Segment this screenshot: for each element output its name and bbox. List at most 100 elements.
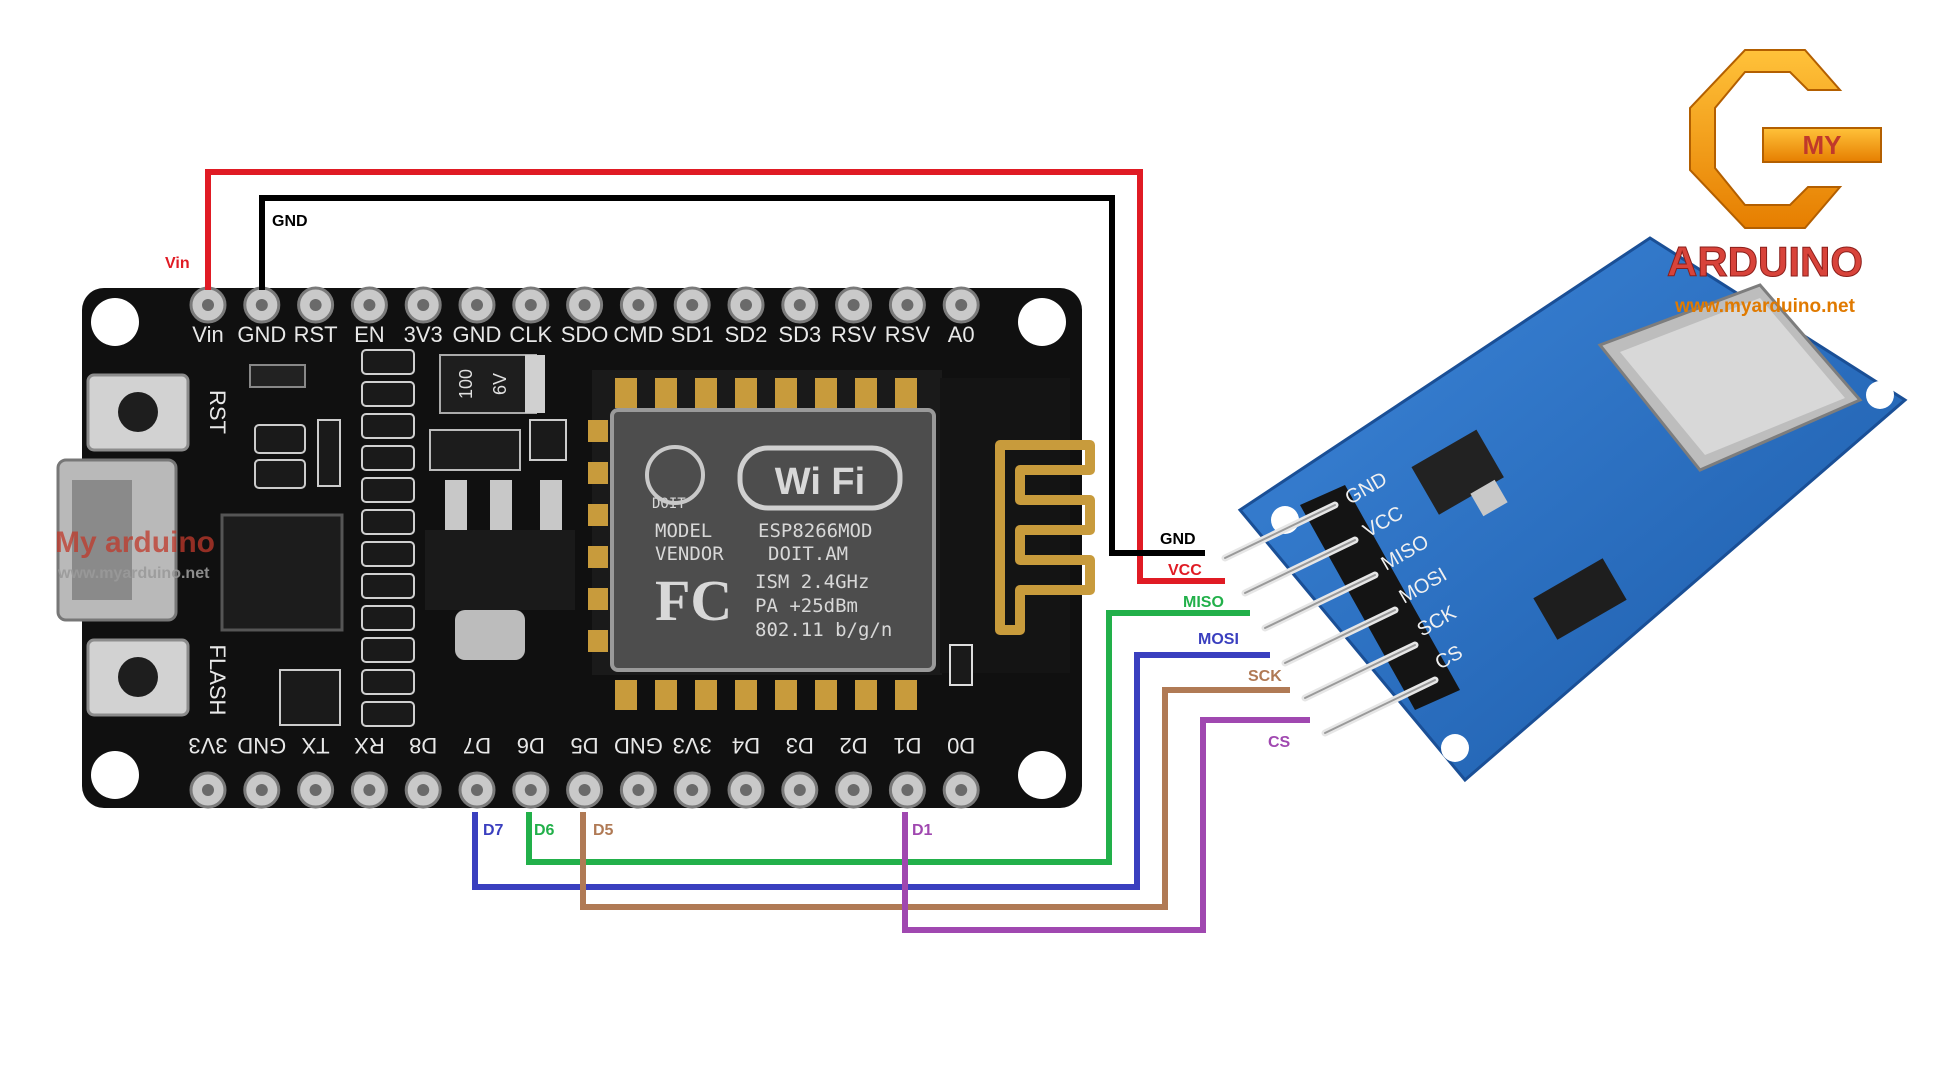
pin-label: 3V3	[404, 322, 443, 347]
pin-label: D2	[840, 733, 868, 758]
module-vendor-value: DOIT.AM	[768, 543, 848, 565]
label-gnd: GND	[272, 213, 308, 230]
header-pin	[297, 771, 335, 809]
wire-gnd-gnd	[259, 195, 1205, 556]
pin-label: SDO	[561, 322, 609, 347]
module-vendor-label: VENDOR	[655, 543, 724, 565]
pin-label: D7	[463, 733, 491, 758]
header-pin	[727, 771, 765, 809]
header-pin	[835, 286, 873, 324]
pin-label: RX	[354, 733, 385, 758]
header-pin	[512, 771, 550, 809]
esp-pad	[815, 378, 837, 408]
mount-hole	[1018, 751, 1066, 799]
resistor	[361, 413, 415, 439]
header-pin	[727, 286, 765, 324]
resistor	[361, 477, 415, 503]
header-pin	[942, 286, 980, 324]
resistor	[361, 541, 415, 567]
esp-pad	[588, 504, 608, 526]
mount-hole	[91, 751, 139, 799]
esp-pad	[588, 546, 608, 568]
pin-label: D0	[947, 733, 975, 758]
pin-label: RSV	[885, 322, 931, 347]
pin-label: D8	[409, 733, 437, 758]
esp-pad	[695, 378, 717, 408]
header-pin	[566, 771, 604, 809]
sd-regulator-tab	[1470, 479, 1508, 517]
module-standard: 802.11 b/g/n	[755, 619, 892, 641]
label-sd-miso: MISO	[1183, 594, 1224, 611]
rst-button[interactable]	[86, 373, 190, 452]
pin-label: CLK	[509, 322, 552, 347]
flash-button-label: FLASH	[205, 645, 230, 716]
wires	[205, 169, 1310, 933]
header-pin	[350, 286, 388, 324]
header-pin	[297, 286, 335, 324]
pin-label: RSV	[831, 322, 877, 347]
level-shifter-chip	[1533, 558, 1627, 640]
wire-labels: Vin GND D7 D6 D5 D1 GND VCC MISO MOSI SC…	[165, 213, 1291, 839]
resistor	[361, 349, 415, 375]
capacitor: 100 6V	[439, 354, 545, 414]
mount-hole	[91, 298, 139, 346]
header-pin	[566, 286, 604, 324]
watermark: My arduino www.myarduino.net	[55, 526, 215, 582]
module-model-label: MODEL	[655, 520, 712, 542]
module-wifi: Wi Fi	[775, 461, 865, 503]
voltage-regulator	[425, 419, 575, 660]
resistor	[361, 605, 415, 631]
header-pin	[189, 771, 227, 809]
resistor	[361, 669, 415, 695]
header-pin	[243, 286, 281, 324]
label-vin: Vin	[165, 255, 190, 272]
header-pin	[888, 286, 926, 324]
resistor	[361, 509, 415, 535]
logo-url: www.myarduino.net	[1674, 296, 1855, 317]
resistor	[361, 445, 415, 471]
label-sd-vcc: VCC	[1168, 562, 1202, 579]
header-pin	[619, 286, 657, 324]
pin-label: A0	[948, 322, 975, 347]
watermark-url: www.myarduino.net	[57, 565, 210, 582]
watermark-text: My arduino	[55, 526, 215, 559]
rf-shield	[610, 408, 936, 672]
wire-d1-cs	[902, 717, 1310, 933]
sd-mount-hole	[1866, 381, 1894, 409]
esp-pad	[588, 462, 608, 484]
pcb-antenna	[940, 378, 1095, 686]
esp-pad	[695, 680, 717, 710]
resistor	[254, 424, 306, 454]
flash-button[interactable]	[86, 638, 190, 717]
pin-label: D6	[517, 733, 545, 758]
header-pin	[673, 771, 711, 809]
header-pin	[781, 771, 819, 809]
esp-pad	[735, 378, 757, 408]
resistor	[361, 637, 415, 663]
logo-arduino: ARDUINO	[1667, 238, 1863, 285]
esp-pad	[775, 378, 797, 408]
mount-hole	[1018, 298, 1066, 346]
capacitor-value: 100	[456, 369, 476, 399]
pin-label: 3V3	[188, 733, 227, 758]
wire-d6-miso	[526, 610, 1250, 865]
esp-pad	[615, 680, 637, 710]
label-sd-gnd: GND	[1160, 531, 1196, 548]
pin-label: GND	[614, 733, 663, 758]
pin-label: D4	[732, 733, 760, 758]
header-pin	[243, 771, 281, 809]
label-d7: D7	[483, 822, 504, 839]
logo-c-shape	[1689, 49, 1843, 229]
sd-module-pins	[1221, 501, 1439, 737]
pin-label: TX	[301, 733, 329, 758]
label-sd-sck: SCK	[1248, 668, 1282, 685]
esp-pad	[895, 378, 917, 408]
header-pin	[189, 286, 227, 324]
usb-connector-inner	[72, 480, 132, 600]
esp-pad	[615, 378, 637, 408]
pin-label: SD3	[778, 322, 821, 347]
pin-label: D5	[571, 733, 599, 758]
